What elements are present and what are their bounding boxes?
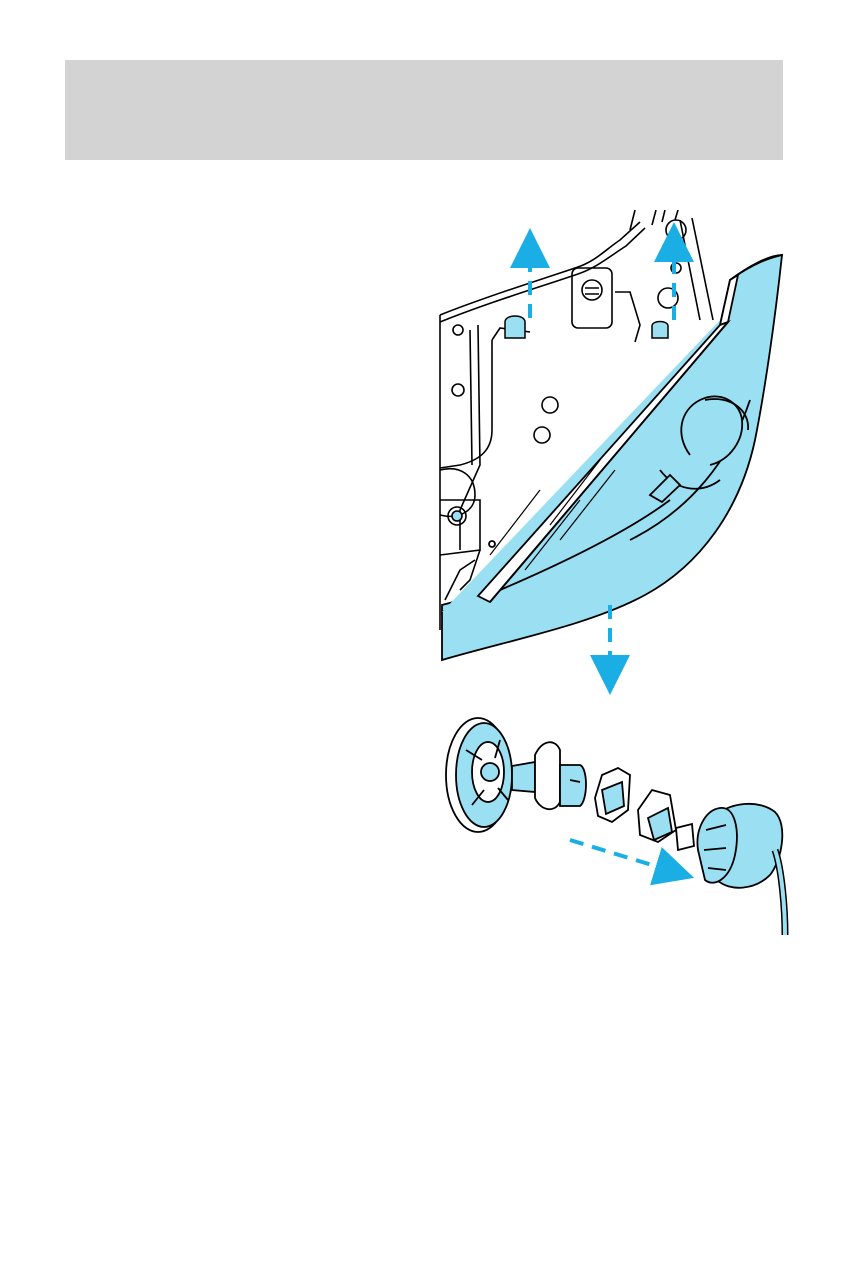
headlamp-diagram-svg (430, 210, 810, 940)
bulb (512, 742, 586, 809)
mounting-pins (505, 316, 668, 338)
wiring-harness-connector (697, 804, 785, 935)
page-header-band (65, 60, 783, 160)
headlamp-removal-illustration (430, 210, 810, 940)
retaining-ring (595, 768, 630, 822)
bulb-socket-cover (446, 718, 512, 832)
bulb-connector (638, 790, 694, 850)
